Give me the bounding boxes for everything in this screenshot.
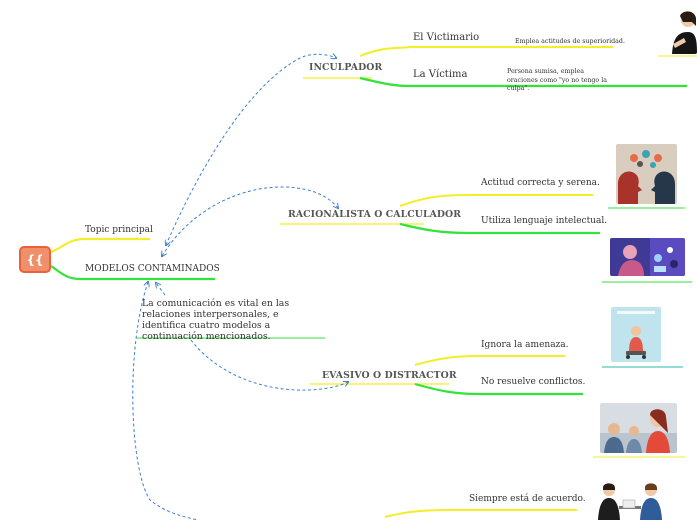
racionalista-label[interactable]: RACIONALISTA O CALCULADOR [288,209,462,220]
branch-modelos [50,265,215,281]
siempre-label[interactable]: Siempre está de acuerdo. [469,494,586,504]
relation-evasivo [190,339,348,391]
no-resuelve-label[interactable]: No resuelve conflictos. [481,377,586,387]
branch-victimario [359,46,613,57]
relation-inculpador [166,54,336,245]
victimario-image[interactable] [670,8,697,54]
quote-icon: {{ [26,252,44,267]
intellectual-language-image[interactable] [610,238,685,276]
central-topic-node[interactable]: {{ [19,246,51,273]
victima-note[interactable]: Persona sumisa, emplea oraciones como "y… [507,68,607,92]
modelos-contaminados-label[interactable]: MODELOS CONTAMINADOS [85,264,220,274]
actitud-label[interactable]: Actitud correcta y serena. [481,178,600,188]
branch-topic-principal [50,237,150,254]
branch-siempre [384,509,577,518]
branch-lenguaje [399,222,600,235]
victimario-note[interactable]: Emplea actitudes de superioridad. [515,38,625,45]
conflicts-image[interactable] [600,403,677,453]
topic-principal-label[interactable]: Topic principal [85,225,153,235]
victimario-label[interactable]: El Victimario [413,32,480,43]
thinking-heads-image[interactable] [616,144,677,204]
ignora-label[interactable]: Ignora la amenaza. [481,340,569,350]
relation-racionalista [162,186,338,256]
description-text[interactable]: La comunicación es vital en las relacion… [142,298,290,343]
branch-actitud [399,194,593,207]
inculpador-label[interactable]: INCULPADOR [309,62,383,73]
branch-victima [359,76,687,88]
ignore-threat-image[interactable] [611,307,661,362]
evasivo-label[interactable]: EVASIVO O DISTRACTOR [322,370,457,381]
agreement-image[interactable] [595,480,665,520]
branch-ignora [414,355,565,366]
branch-no-resuelve [414,382,583,396]
relation-description [156,283,166,296]
victima-label[interactable]: La Víctima [413,69,468,80]
lenguaje-label[interactable]: Utiliza lenguaje intelectual. [481,216,608,226]
relation-aplacador [132,282,199,520]
